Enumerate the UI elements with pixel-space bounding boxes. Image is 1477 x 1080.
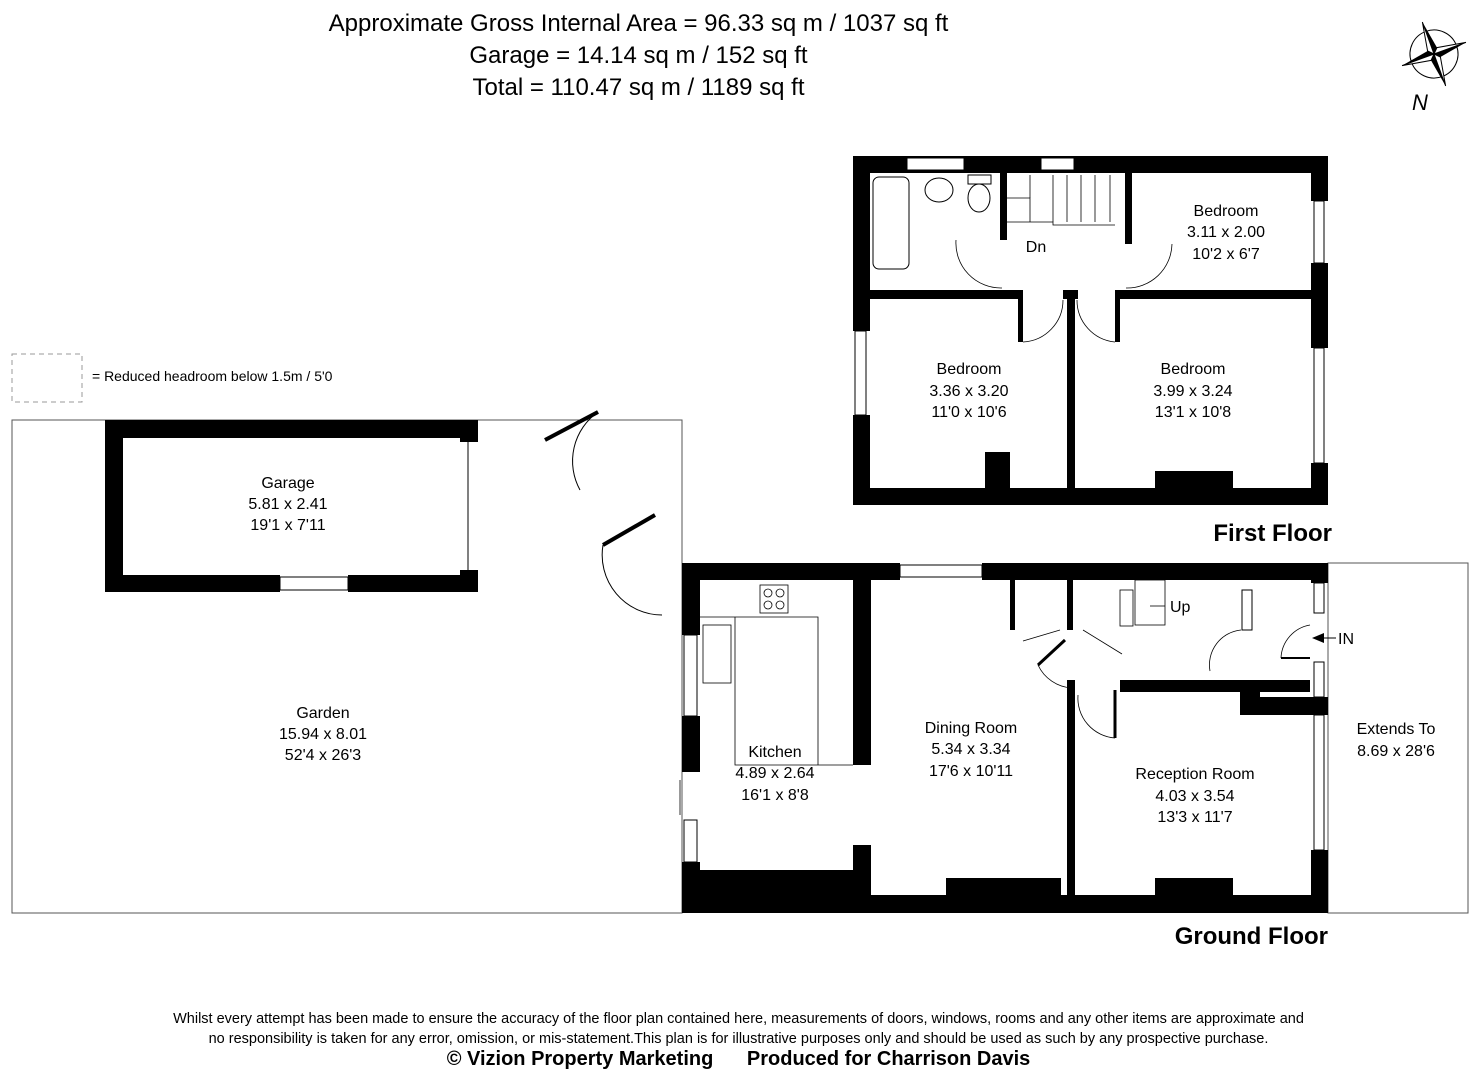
garage-imperial: 19'1 x 7'11 xyxy=(250,517,325,534)
kitchen-imperial: 16'1 x 8'8 xyxy=(741,787,809,804)
dining-room-imperial: 17'6 x 10'11 xyxy=(929,763,1013,780)
first-floor-stairs-label: Dn xyxy=(1026,239,1046,256)
first-floor-stairs xyxy=(1007,175,1115,226)
ground-floor-windows xyxy=(683,564,1325,863)
bedroom-1-metric: 3.11 x 2.00 xyxy=(1187,224,1265,241)
reception-room-metric: 4.03 x 3.54 xyxy=(1155,788,1234,805)
entrance-label: IN xyxy=(1338,631,1354,648)
disclaimer-line-1: Whilst every attempt has been made to en… xyxy=(173,1011,1304,1027)
bedroom-2-metric: 3.36 x 3.20 xyxy=(929,383,1008,400)
garden-name: Garden xyxy=(296,705,349,722)
produced-for: Produced for Charrison Davis xyxy=(746,1048,1031,1070)
ground-floor-stairs-label: Up xyxy=(1170,599,1191,616)
dining-room-metric: 5.34 x 3.34 xyxy=(931,741,1010,758)
area-summary: Approximate Gross Internal Area = 96.33 … xyxy=(0,8,1477,104)
first-floor-label: First Floor xyxy=(1213,520,1332,547)
kitchen-fixtures xyxy=(700,584,853,766)
garage-name: Garage xyxy=(261,475,314,492)
reduced-headroom-swatch xyxy=(11,353,83,403)
bedroom-2-name: Bedroom xyxy=(937,361,1002,378)
gross-internal-area: Approximate Gross Internal Area = 96.33 … xyxy=(328,10,949,37)
disclaimer-line-2: no responsibility is taken for any error… xyxy=(208,1031,1269,1047)
kitchen-name: Kitchen xyxy=(748,744,801,761)
first-floor-windows xyxy=(854,157,1325,464)
bedroom-3-name: Bedroom xyxy=(1161,361,1226,378)
bedroom-1-imperial: 10'2 x 6'7 xyxy=(1192,246,1260,263)
garage-window xyxy=(279,576,349,591)
bedroom-3-metric: 3.99 x 3.24 xyxy=(1153,383,1232,400)
garden-imperial: 52'4 x 26'3 xyxy=(285,747,361,764)
ground-floor-label: Ground Floor xyxy=(1175,923,1328,950)
copyright: © Vizion Property Marketing xyxy=(446,1048,714,1070)
credits: © Vizion Property Marketing Produced for… xyxy=(0,1048,1477,1071)
ground-floor-stairs xyxy=(1119,579,1166,627)
compass-rose-icon xyxy=(1401,21,1467,87)
bedroom-2-imperial: 11'0 x 10'6 xyxy=(931,404,1006,421)
garage-area: Garage = 14.14 sq m / 152 sq ft xyxy=(469,42,808,69)
first-floor-doors[interactable] xyxy=(955,239,1173,343)
first-floor-walls xyxy=(853,156,1328,505)
garage-walls xyxy=(105,420,478,592)
extension-value: 8.69 x 28'6 xyxy=(1357,743,1435,760)
garage-metric: 5.81 x 2.41 xyxy=(248,496,327,513)
bedroom-3-imperial: 13'1 x 10'8 xyxy=(1155,404,1231,421)
extension-outline xyxy=(1327,562,1469,914)
reception-room-imperial: 13'3 x 11'7 xyxy=(1157,809,1232,826)
kitchen-metric: 4.89 x 2.64 xyxy=(735,765,814,782)
reduced-headroom-legend: = Reduced headroom below 1.5m / 5'0 xyxy=(92,368,333,384)
garden-gate[interactable] xyxy=(544,410,663,616)
garden-metric: 15.94 x 8.01 xyxy=(279,726,367,743)
reception-room-name: Reception Room xyxy=(1135,766,1254,783)
bedroom-1-name: Bedroom xyxy=(1194,203,1259,220)
ground-floor-doors[interactable] xyxy=(679,624,1311,815)
entrance-arrow-icon xyxy=(1312,633,1336,643)
compass-north-label: N xyxy=(1412,90,1428,115)
total-area: Total = 110.47 sq m / 1189 sq ft xyxy=(472,74,805,101)
disclaimer: Whilst every attempt has been made to en… xyxy=(0,1009,1477,1049)
dining-room-name: Dining Room xyxy=(925,720,1017,737)
extension-name: Extends To xyxy=(1357,721,1436,738)
ground-floor-walls xyxy=(682,563,1328,913)
bathroom-fixtures xyxy=(872,174,992,270)
